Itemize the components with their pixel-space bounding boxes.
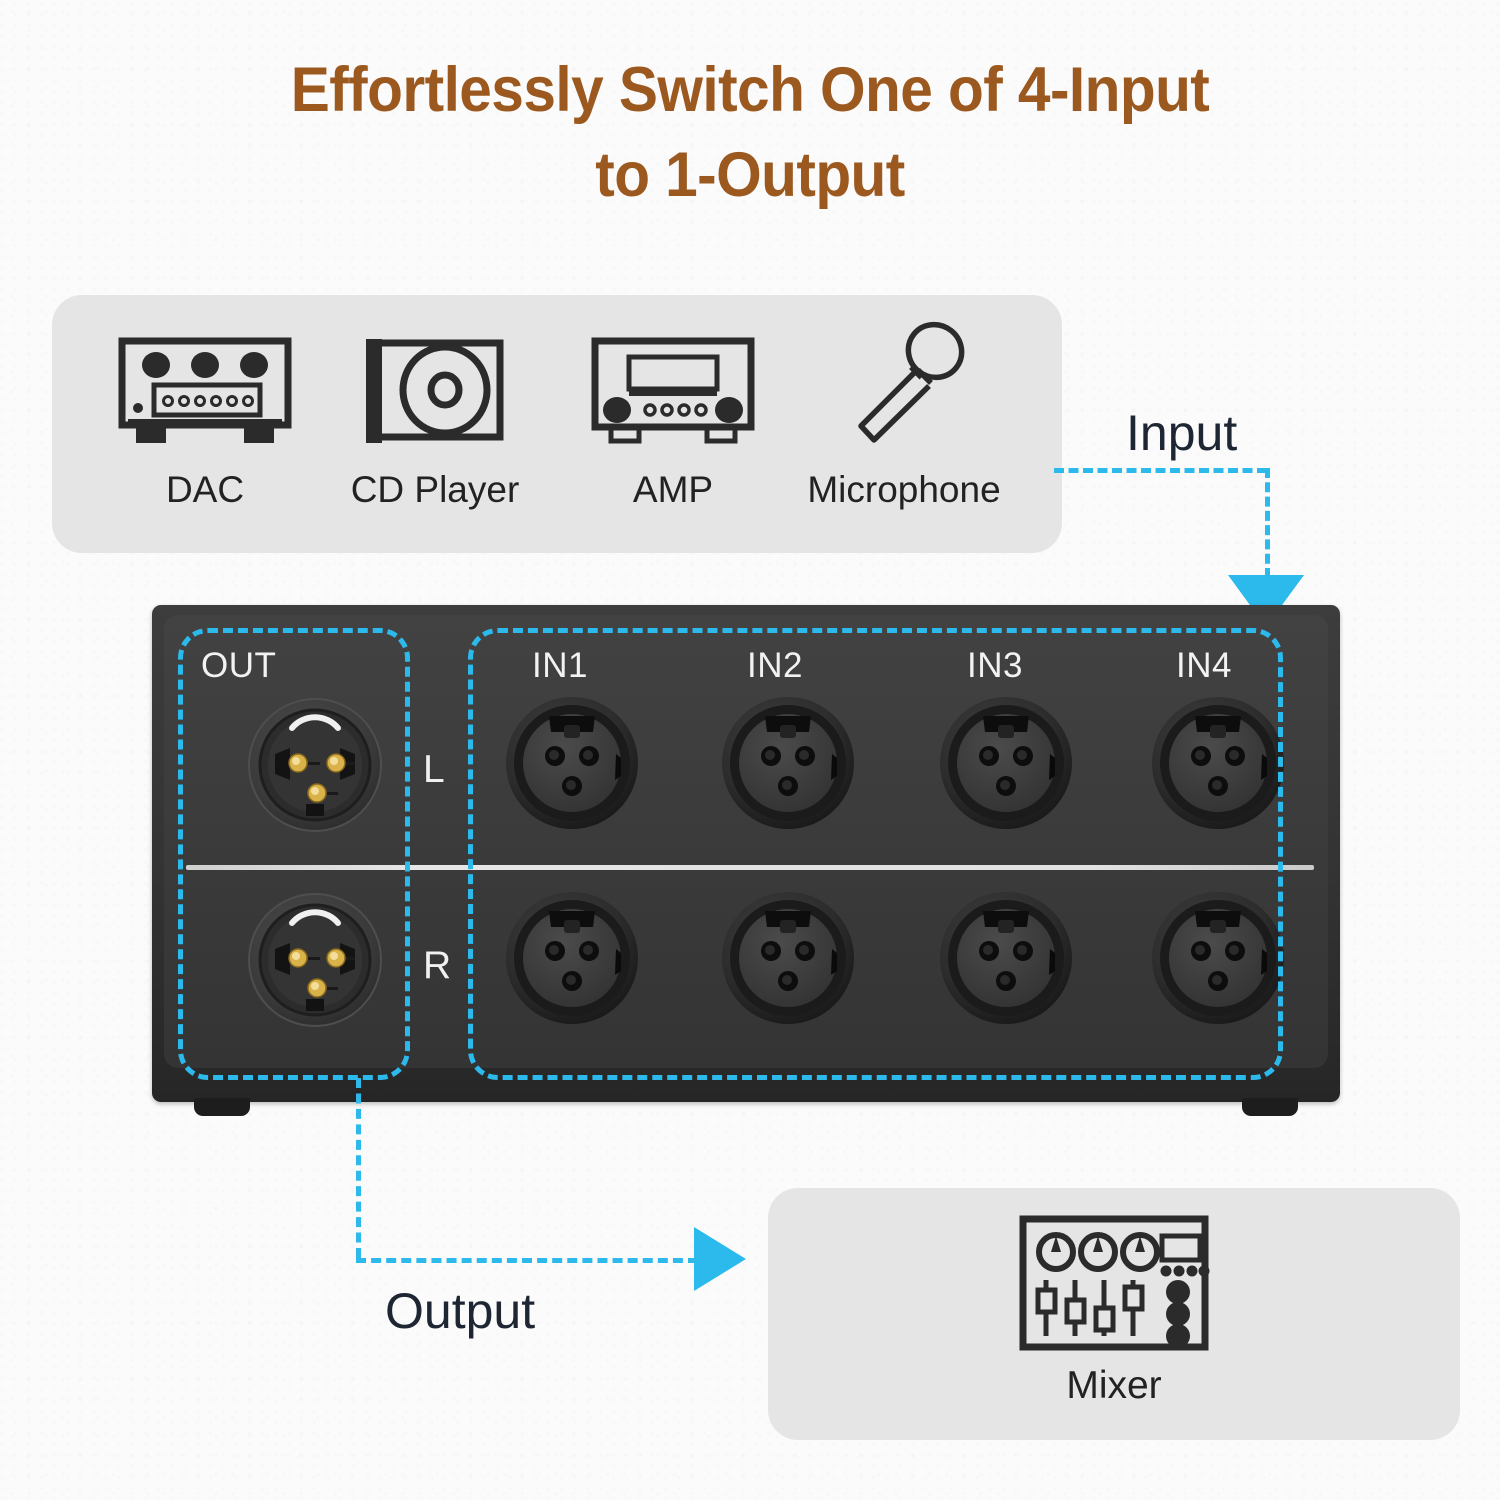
- in4-group-label: IN4: [1176, 646, 1232, 685]
- device-foot-right: [1242, 1098, 1298, 1116]
- source-devices-panel: DAC CD Player: [52, 295, 1062, 553]
- in2-connector-right[interactable]: [717, 887, 859, 1034]
- output-flow-vertical-line: [356, 1078, 361, 1258]
- channel-label-left: L: [423, 748, 445, 791]
- source-label: CD Player: [350, 469, 520, 510]
- source-item-amp: AMP: [530, 329, 816, 529]
- amp-icon: [530, 329, 816, 451]
- source-item-microphone: Microphone: [754, 321, 1054, 529]
- input-flow-label: Input: [1126, 405, 1238, 461]
- channel-label-right: R: [423, 944, 452, 987]
- source-label: Microphone: [807, 469, 1001, 510]
- cd-player-icon: [292, 329, 578, 451]
- page-title: Effortlessly Switch One of 4-Input to 1-…: [290, 55, 1210, 211]
- in3-group-label: IN3: [967, 646, 1023, 685]
- destination-label: Mixer: [1066, 1364, 1162, 1407]
- in4-connector-right[interactable]: [1147, 887, 1289, 1034]
- channel-divider-line: [186, 865, 1314, 870]
- xlr-switch-device: OUT IN1 IN2 IN3 IN4 L R: [152, 605, 1340, 1116]
- input-group-highlight-box: [468, 628, 1283, 1080]
- out-connector-left[interactable]: [242, 692, 388, 843]
- in3-connector-right[interactable]: [935, 887, 1077, 1034]
- device-foot-left: [194, 1098, 250, 1116]
- device-front-panel: OUT IN1 IN2 IN3 IN4 L R: [164, 615, 1328, 1068]
- in3-connector-left[interactable]: [935, 692, 1077, 839]
- out-connector-right[interactable]: [242, 887, 388, 1038]
- microphone-icon: [754, 321, 1054, 451]
- output-group-highlight-box: [178, 628, 410, 1080]
- mixer-icon: [768, 1214, 1460, 1352]
- dac-icon: [62, 329, 348, 451]
- output-flow-horizontal-line: [356, 1258, 698, 1263]
- in2-connector-left[interactable]: [717, 692, 859, 839]
- in2-group-label: IN2: [747, 646, 803, 685]
- output-arrow-right-icon: [694, 1227, 746, 1291]
- in4-connector-left[interactable]: [1147, 692, 1289, 839]
- input-flow-vertical-line: [1265, 468, 1270, 578]
- input-flow-horizontal-line: [1054, 468, 1267, 473]
- in1-group-label: IN1: [532, 646, 588, 685]
- out-group-label: OUT: [201, 646, 277, 685]
- source-label: AMP: [632, 469, 714, 510]
- source-item-dac: DAC: [62, 329, 348, 529]
- source-item-cd-player: CD Player: [292, 329, 578, 529]
- in1-connector-right[interactable]: [501, 887, 643, 1034]
- source-label: DAC: [165, 469, 245, 510]
- destination-panel: Mixer: [768, 1188, 1460, 1440]
- in1-connector-left[interactable]: [501, 692, 643, 839]
- output-flow-label: Output: [385, 1283, 536, 1339]
